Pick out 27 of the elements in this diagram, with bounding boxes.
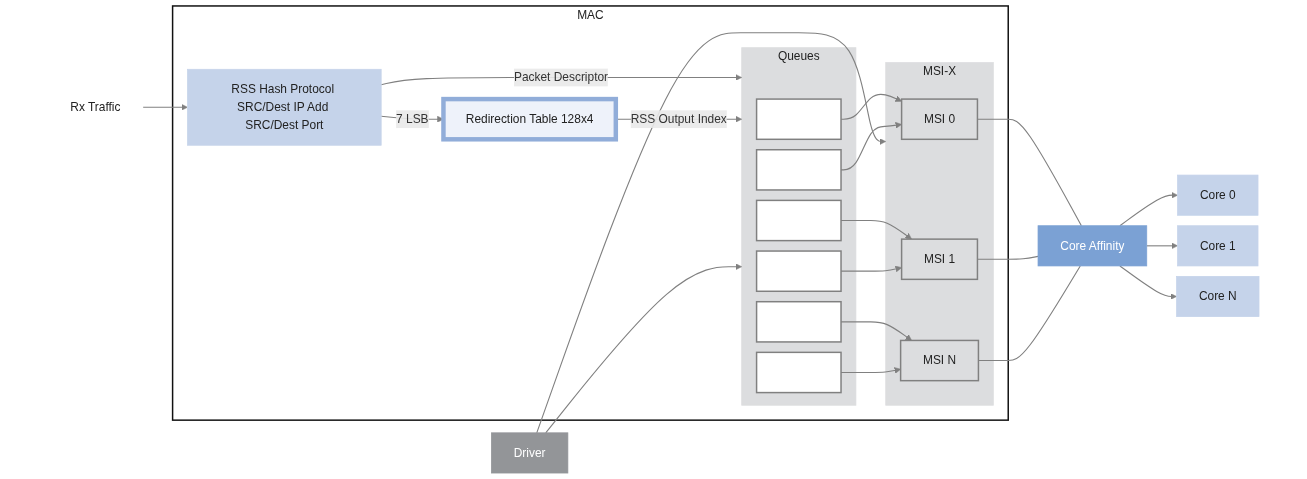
node-box: Redirection Table 128x4 xyxy=(441,96,619,142)
node-box: MSI 0 xyxy=(900,98,979,141)
arrow xyxy=(1146,242,1178,250)
node-bar xyxy=(755,98,842,141)
edge-label: RSS Output Index xyxy=(630,112,727,126)
node-bar xyxy=(755,149,842,191)
edge-label: 7 LSB xyxy=(396,112,429,126)
node-box: Core Affinity xyxy=(1037,225,1148,267)
node-bar xyxy=(755,250,842,292)
node-bar xyxy=(755,351,842,394)
cluster: Queues xyxy=(741,47,857,406)
arrow xyxy=(142,104,188,111)
node-box: Core N xyxy=(1176,276,1260,317)
node-box: MSI 1 xyxy=(900,238,979,281)
node-bar xyxy=(755,300,842,343)
arrow xyxy=(536,32,886,434)
arrow xyxy=(545,263,742,434)
node-text: Rx Traffic xyxy=(70,100,121,114)
node-box: Core 0 xyxy=(1177,174,1259,216)
node-box: MSI N xyxy=(899,339,980,382)
edge-label: Packet Descriptor xyxy=(513,70,609,84)
node-box: RSS Hash Protocol SRC/Dest IP Add SRC/Dest Port xyxy=(187,68,382,146)
arrow xyxy=(1119,265,1177,300)
node-box: Core 1 xyxy=(1177,225,1259,267)
arrow xyxy=(1119,191,1178,227)
node-bar xyxy=(755,199,842,242)
node-box: Driver xyxy=(491,432,569,474)
